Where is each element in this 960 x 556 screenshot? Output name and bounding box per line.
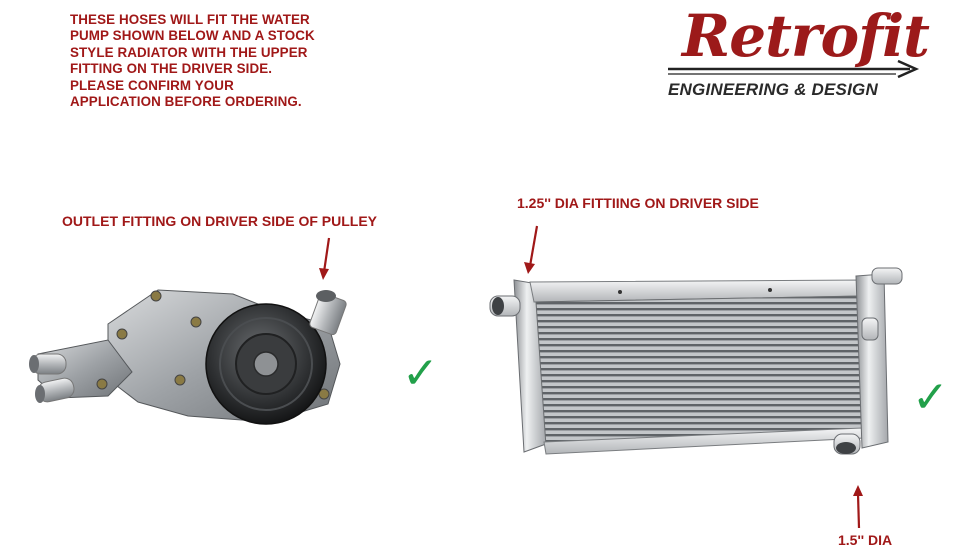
logo-script-text: Retrofit <box>682 2 930 70</box>
notice-line: APPLICATION BEFORE ORDERING. <box>70 94 302 110</box>
lower-dia-label: 1.5'' DIA <box>838 532 893 548</box>
notice-line: PLEASE CONFIRM YOUR <box>70 77 234 93</box>
radiator-check-icon: ✓ <box>912 372 949 423</box>
retrofit-logo: Retrofit ENGINEERING & DESIGN <box>662 4 930 104</box>
water-pump-image <box>29 289 347 425</box>
fitment-notice: THESE HOSES WILL FIT THE WATER PUMP SHOW… <box>70 12 370 110</box>
logo-arrow-icon <box>668 59 920 79</box>
pump-outlet-label: OUTLET FITTING ON DRIVER SIDE OF PULLEY <box>62 213 378 229</box>
radiator-fitting-label: 1.25'' DIA FITTIING ON DRIVER SIDE <box>517 195 759 211</box>
notice-line: FITTING ON THE DRIVER SIDE. <box>70 61 273 77</box>
radiator-arrow-icon <box>524 225 539 274</box>
notice-line: STYLE RADIATOR WITH THE UPPER <box>70 44 308 60</box>
pump-check-icon: ✓ <box>402 348 439 399</box>
notice-line: THESE HOSES WILL FIT THE WATER <box>70 12 310 27</box>
pump-arrow-icon <box>319 237 331 280</box>
radiator-image <box>489 267 903 455</box>
dia-arrow-icon <box>853 485 863 529</box>
notice-line: PUMP SHOWN BELOW AND A STOCK <box>70 28 315 44</box>
logo-subtitle: ENGINEERING & DESIGN <box>668 80 878 99</box>
